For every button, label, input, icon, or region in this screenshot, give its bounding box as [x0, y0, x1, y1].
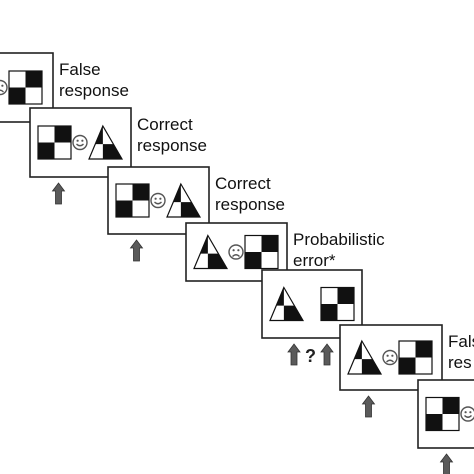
- question-mark: ?: [305, 346, 316, 366]
- sad-face-icon: [382, 349, 398, 366]
- happy-face-icon: [72, 134, 88, 151]
- trial-panel: [29, 107, 132, 178]
- checker-stimulus: [8, 70, 43, 105]
- triangle-stimulus: [269, 286, 305, 322]
- outcome-label: response: [59, 81, 129, 100]
- triangle-stimulus: [347, 339, 383, 375]
- trial-panel: [0, 52, 54, 123]
- sad-face-icon: [228, 244, 244, 260]
- outcome-label: error*: [293, 251, 336, 270]
- trial-panel: [417, 379, 474, 449]
- checker-stimulus: [320, 286, 355, 322]
- checker-stimulus: [398, 340, 433, 375]
- triangle-stimulus: [193, 234, 229, 270]
- checker-stimulus: [37, 125, 72, 160]
- sad-face-icon: [0, 79, 8, 96]
- response-arrow-icon: [51, 182, 66, 205]
- happy-face-icon: [460, 406, 474, 422]
- outcome-label: Correct: [215, 174, 271, 193]
- trial-panel: [339, 324, 443, 391]
- outcome-label: Fals: [448, 332, 474, 351]
- outcome-label: res: [448, 353, 472, 372]
- outcome-label: False: [59, 60, 101, 79]
- response-arrow-icon: [287, 343, 301, 366]
- response-arrow-icon: [129, 239, 144, 262]
- outcome-label: Probabilistic: [293, 230, 385, 249]
- outcome-label: response: [215, 195, 285, 214]
- triangle-stimulus: [166, 182, 202, 218]
- checker-stimulus: [115, 183, 150, 218]
- happy-face-icon: [150, 192, 166, 209]
- outcome-label: Correct: [137, 115, 193, 134]
- outcome-label: response: [137, 136, 207, 155]
- response-arrow-icon: [439, 453, 454, 474]
- checker-stimulus: [244, 234, 279, 270]
- response-arrow-icon: [361, 395, 376, 418]
- triangle-stimulus: [88, 124, 124, 160]
- response-arrow-icon: [320, 343, 334, 366]
- checker-stimulus: [425, 396, 460, 432]
